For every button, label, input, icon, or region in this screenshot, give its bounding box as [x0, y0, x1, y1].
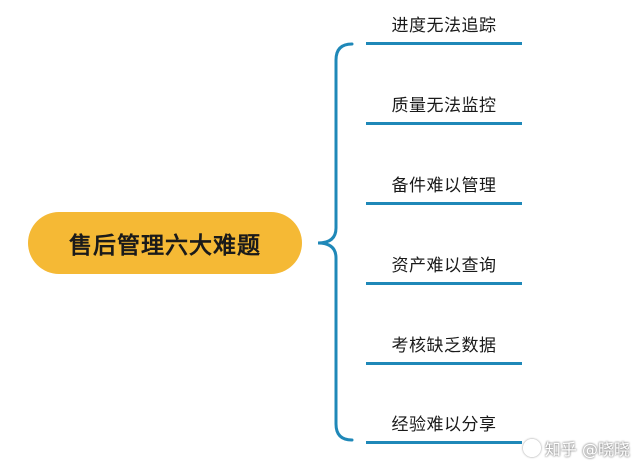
branch-underline: [366, 441, 522, 444]
branch-label: 备件难以管理: [391, 176, 497, 196]
watermark-text: 知乎 @晓晓: [544, 440, 630, 459]
watermark: 知乎 @晓晓: [522, 436, 630, 460]
branch-underline: [366, 362, 522, 365]
branch-node-4: 资产难以查询: [366, 245, 522, 285]
root-node: 售后管理六大难题: [28, 212, 302, 274]
branch-node-5: 考核缺乏数据: [366, 325, 522, 365]
branch-label: 质量无法监控: [391, 96, 497, 116]
watermark-logo-icon: [522, 439, 541, 457]
branch-label: 资产难以查询: [391, 256, 497, 276]
branch-node-3: 备件难以管理: [366, 165, 522, 205]
branch-node-2: 质量无法监控: [366, 85, 522, 125]
branch-node-6: 经验难以分享: [366, 404, 522, 444]
branch-label: 经验难以分享: [391, 415, 497, 435]
branch-label: 进度无法追踪: [391, 16, 497, 36]
branch-underline: [366, 282, 522, 285]
branch-underline: [366, 42, 522, 45]
root-node-label: 售后管理六大难题: [69, 233, 261, 259]
branch-underline: [366, 122, 522, 125]
branch-node-1: 进度无法追踪: [366, 5, 522, 45]
branch-label: 考核缺乏数据: [391, 336, 497, 356]
branch-underline: [366, 202, 522, 205]
